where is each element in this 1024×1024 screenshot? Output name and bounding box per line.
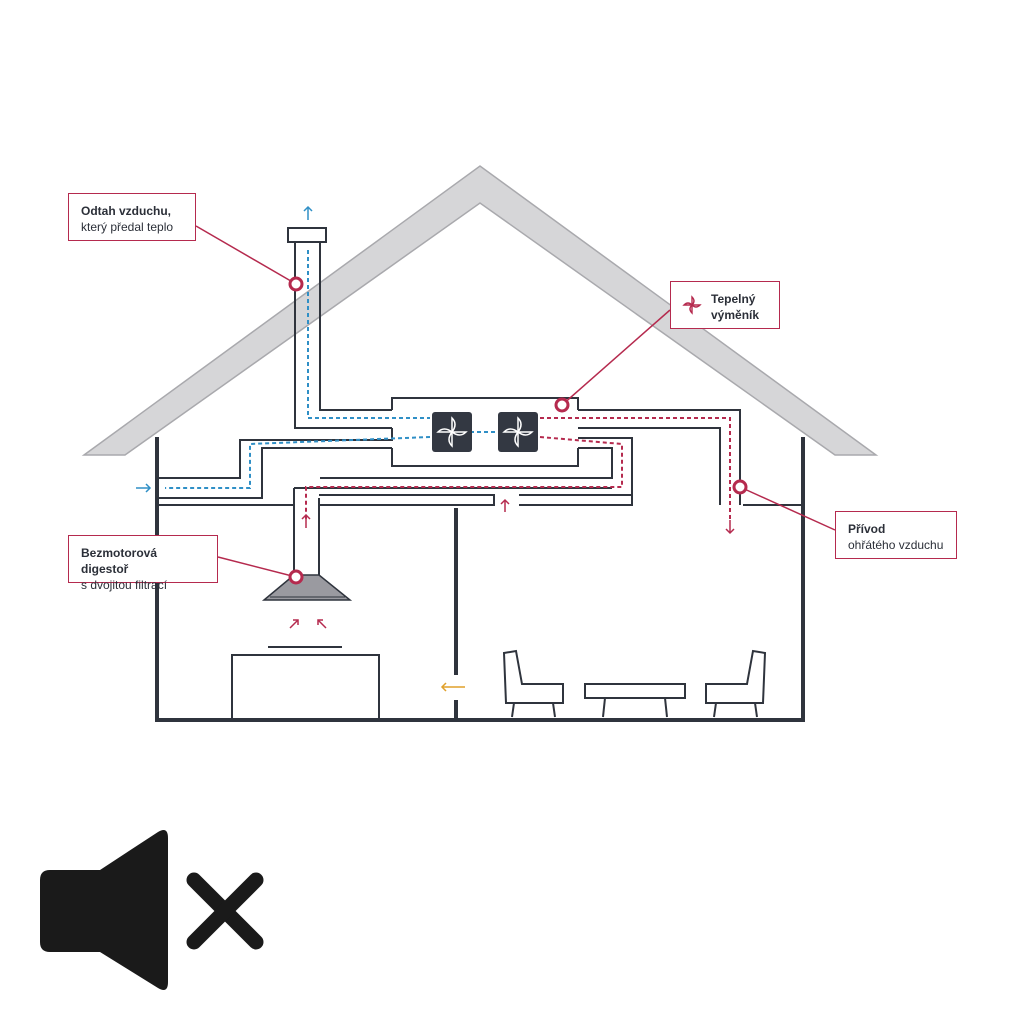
fan-icon [436,416,468,448]
fresh-air-arrow [440,682,465,692]
mute-x-icon [186,872,264,950]
roof [81,165,879,456]
marker-exchanger [554,397,570,413]
callout-supply: Přívod ohřátého vzduchu [835,511,957,559]
speaker-muted-icon[interactable] [40,830,264,990]
callout-exchanger: Tepelný výměník [670,281,780,329]
up-arrow-hood [301,513,311,528]
heat-exchanger-icon [682,295,702,315]
kitchen-counter [231,646,380,721]
marker-exhaust [288,276,304,292]
armchair-left [502,649,564,718]
exhaust-up-arrow [303,205,313,220]
supply-down-arrow [725,520,735,535]
ceiling [157,494,803,506]
callout-connectors [195,225,836,578]
marker-supply [732,479,748,495]
coffee-table [584,683,686,718]
marker-hood [288,569,304,585]
markers [288,276,748,585]
callout-exhaust: Odtah vzduchu, který předal teplo [68,193,196,241]
house-walls [155,437,805,722]
airflow-lines [165,250,731,520]
chimney-cap [287,227,327,243]
fan-left [432,412,472,452]
callout-hood: Bezmotorová digestoř s dvojitou filtrací [68,535,218,592]
duct-system [157,227,741,575]
callout-exchanger-line1: Tepelný [711,292,756,306]
hood-intake-arrows [289,619,327,629]
callout-supply-subtitle: ohřátého vzduchu [848,538,944,552]
callout-exhaust-subtitle: který předal teplo [81,220,174,234]
up-arrow-mid [500,498,510,512]
callout-hood-title: Bezmotorová digestoř [81,546,158,576]
callout-exchanger-line2: výměník [711,308,760,322]
callout-supply-title: Přívod [848,522,886,536]
fan-right [498,412,538,452]
intake-arrow [136,483,152,493]
callout-exhaust-title: Odtah vzduchu, [81,204,171,218]
callout-hood-subtitle: s dvojitou filtrací [81,578,168,592]
armchair-right [705,649,767,718]
arrows [136,205,735,692]
fan-icon [502,416,534,448]
cooker-hood [261,574,353,601]
